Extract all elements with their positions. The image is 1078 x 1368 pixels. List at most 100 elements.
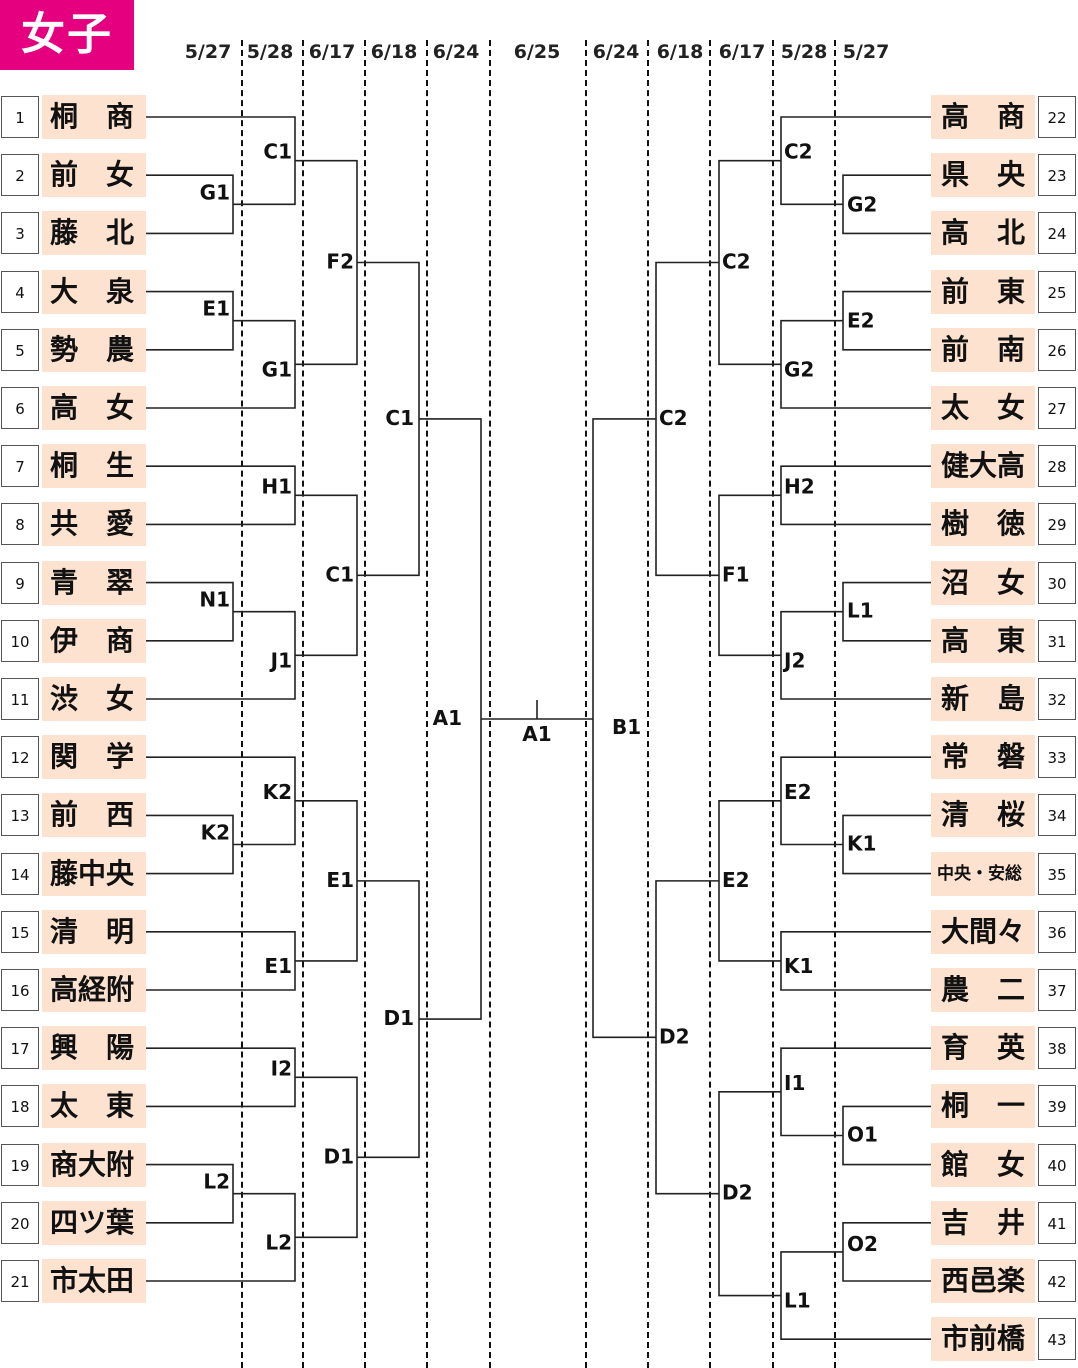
match-label: D1 (383, 1006, 414, 1030)
match-label: G2 (847, 192, 877, 216)
match-label: E1 (326, 868, 354, 892)
team-name: 前 東 (931, 269, 1035, 314)
match-label: L2 (265, 1230, 292, 1254)
match-label: K2 (263, 780, 292, 804)
team-name: 伊 商 (42, 618, 146, 663)
round-divider (364, 40, 366, 1368)
team-name: 県 央 (931, 153, 1035, 198)
round-date: 6/17 (308, 41, 356, 63)
seed-number: 4 (1, 270, 39, 313)
seed-number: 16 (1, 969, 39, 1011)
match-label: G1 (200, 180, 230, 204)
team-name: 館 女 (931, 1142, 1035, 1187)
seed-number: 21 (1, 1260, 39, 1302)
team-name: 高 商 (931, 95, 1035, 139)
team-name: 高 北 (931, 211, 1035, 256)
match-label: F2 (326, 250, 354, 274)
match-label: J1 (269, 648, 292, 672)
round-divider (241, 40, 243, 1368)
round-divider (489, 40, 491, 1368)
seed-number: 20 (1, 1201, 39, 1244)
round-date: 5/28 (246, 41, 294, 63)
seed-number: 29 (1038, 503, 1076, 546)
team-name: 市太田 (42, 1259, 146, 1303)
match-label: L1 (847, 599, 874, 623)
match-label: E1 (202, 297, 230, 321)
team-name: 中央・安総 (931, 851, 1035, 896)
seed-number: 27 (1038, 387, 1076, 429)
match-label: O1 (847, 1123, 878, 1147)
match-label: K2 (201, 821, 230, 845)
round-divider (426, 40, 428, 1368)
match-label: B1 (612, 715, 641, 739)
team-name: 西邑楽 (931, 1259, 1035, 1303)
team-name: 大 泉 (42, 269, 146, 314)
seed-number: 38 (1038, 1027, 1076, 1070)
match-label: J2 (782, 648, 805, 672)
match-label: H1 (261, 474, 292, 498)
team-name: 清 明 (42, 909, 146, 954)
seed-number: 22 (1038, 96, 1076, 138)
seed-number: 23 (1038, 154, 1076, 197)
seed-number: 6 (1, 387, 39, 429)
seed-number: 31 (1038, 619, 1076, 662)
team-name: 大間々 (931, 909, 1035, 954)
team-name: 前 女 (42, 153, 146, 198)
team-name: 高 女 (42, 386, 146, 430)
match-label: H2 (784, 474, 815, 498)
round-divider (709, 40, 711, 1368)
page-title: 女子 (0, 0, 134, 70)
bracket-connector (592, 418, 656, 1039)
seed-number: 1 (1, 96, 39, 138)
match-label: O2 (847, 1232, 878, 1256)
match-label: E2 (784, 780, 812, 804)
match-label: D2 (659, 1024, 690, 1048)
team-name: 樹 徳 (931, 502, 1035, 547)
round-date: 6/25 (513, 41, 561, 63)
seed-number: 25 (1038, 270, 1076, 313)
round-date: 6/17 (718, 41, 766, 63)
team-name: 清 桜 (931, 793, 1035, 838)
seed-number: 7 (1, 445, 39, 488)
team-name: 共 愛 (42, 502, 146, 547)
match-label: C2 (722, 250, 751, 274)
seed-number: 26 (1038, 328, 1076, 371)
match-label: E1 (264, 954, 292, 978)
seed-number: 15 (1, 910, 39, 953)
seed-number: 3 (1, 212, 39, 255)
round-date: 5/27 (842, 41, 890, 63)
team-name: 関 学 (42, 735, 146, 780)
seed-number: 2 (1, 154, 39, 197)
match-label: E2 (847, 309, 875, 333)
match-label: D2 (722, 1181, 753, 1205)
team-name: 高経附 (42, 968, 146, 1012)
round-divider (585, 40, 587, 1368)
team-name: 健大高 (931, 444, 1035, 489)
round-divider (302, 40, 304, 1368)
seed-number: 8 (1, 503, 39, 546)
team-name: 青 翠 (42, 560, 146, 605)
match-label: D1 (323, 1144, 354, 1168)
seed-number: 30 (1038, 561, 1076, 604)
team-name: 育 英 (931, 1026, 1035, 1071)
match-label: C2 (784, 140, 813, 164)
seed-number: 10 (1, 619, 39, 662)
team-name: 新 島 (931, 677, 1035, 721)
round-date: 6/24 (592, 41, 640, 63)
match-label: G2 (784, 357, 814, 381)
team-name: 太 女 (931, 386, 1035, 430)
seed-number: 19 (1, 1143, 39, 1186)
team-name: 桐 一 (931, 1084, 1035, 1129)
team-name: 吉 井 (931, 1200, 1035, 1245)
seed-number: 34 (1038, 794, 1076, 837)
match-label: C1 (385, 406, 414, 430)
seed-number: 5 (1, 328, 39, 371)
round-divider (772, 40, 774, 1368)
team-name: 勢 農 (42, 327, 146, 372)
round-date: 5/27 (184, 41, 232, 63)
round-divider (834, 40, 836, 1368)
seed-number: 13 (1, 794, 39, 837)
match-label: I1 (784, 1071, 805, 1095)
team-name: 市前橋 (931, 1317, 1035, 1362)
